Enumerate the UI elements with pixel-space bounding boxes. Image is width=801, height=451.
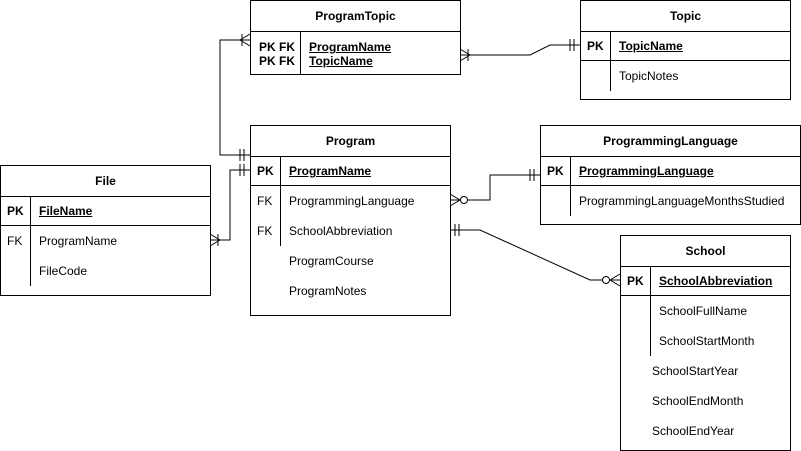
field-programminglanguagemonthsstudied: ProgrammingLanguageMonthsStudied xyxy=(579,194,785,208)
field-programname: ProgramName xyxy=(39,234,118,248)
entity-program[interactable]: Program PK ProgramName FK ProgrammingLan… xyxy=(250,125,451,316)
entity-school[interactable]: School PK SchoolAbbreviation SchoolFullN… xyxy=(620,235,791,451)
field-schoolstartyear: SchoolStartYear xyxy=(652,364,739,378)
crowfoot-marker xyxy=(449,193,461,207)
field-schoolstartmonth: SchoolStartMonth xyxy=(659,334,755,348)
pk-divider xyxy=(1,225,210,226)
relationship-programminglanguage-program xyxy=(450,174,540,201)
field-topicname: TopicName xyxy=(309,54,373,68)
zero-marker xyxy=(602,276,610,284)
entity-title: Topic xyxy=(581,1,790,32)
key-label: FK xyxy=(257,194,273,208)
field-column: ProgramName TopicName xyxy=(309,40,391,68)
relationship-program-programtopic xyxy=(219,39,250,156)
crowfoot-marker xyxy=(459,48,471,62)
key-label: PK xyxy=(7,204,24,218)
pk-divider xyxy=(621,295,790,296)
column-divider xyxy=(650,266,651,356)
crowfoot-marker xyxy=(239,33,251,47)
relationship-program-file xyxy=(210,169,250,241)
entity-programtopic[interactable]: ProgramTopic PK FK PK FK ProgramName Top… xyxy=(250,0,461,75)
field-programminglanguage: ProgrammingLanguage xyxy=(289,194,415,208)
pk-divider xyxy=(581,60,790,61)
relationship-topic-programtopic xyxy=(460,44,580,56)
key-label: PK xyxy=(257,164,274,178)
column-divider xyxy=(30,196,31,286)
column-divider xyxy=(300,31,301,75)
crowfoot-marker xyxy=(609,273,621,287)
entity-title: File xyxy=(1,166,210,197)
field-topicnotes: TopicNotes xyxy=(619,69,679,83)
field-schoolabbreviation: SchoolAbbreviation xyxy=(289,224,393,238)
entity-title: School xyxy=(621,236,790,267)
field-topicname: TopicName xyxy=(619,39,683,53)
zero-marker xyxy=(460,196,468,204)
field-programnotes: ProgramNotes xyxy=(289,284,367,298)
field-filecode: FileCode xyxy=(39,264,88,278)
field-schoolabbreviation: SchoolAbbreviation xyxy=(659,274,773,288)
field-programminglanguage: ProgrammingLanguage xyxy=(579,164,714,178)
key-label: PK FK xyxy=(259,40,295,54)
field-filename: FileName xyxy=(39,204,93,218)
column-divider xyxy=(280,156,281,246)
key-label: PK xyxy=(547,164,564,178)
crowfoot-marker xyxy=(209,233,221,247)
entity-title: ProgrammingLanguage xyxy=(541,126,800,157)
column-divider xyxy=(610,31,611,91)
key-label: FK xyxy=(257,224,273,238)
column-divider xyxy=(570,156,571,216)
entity-title: ProgramTopic xyxy=(251,1,460,32)
pk-divider xyxy=(251,185,450,186)
field-programname: ProgramName xyxy=(289,164,372,178)
field-programname: ProgramName xyxy=(309,40,392,54)
key-label: PK xyxy=(587,39,604,53)
entity-file[interactable]: File PK FileName FK ProgramName FileCode xyxy=(0,165,211,296)
key-label: PK xyxy=(627,274,644,288)
entity-programminglanguage[interactable]: ProgrammingLanguage PK ProgrammingLangua… xyxy=(540,125,801,225)
field-schoolendyear: SchoolEndYear xyxy=(652,424,735,438)
field-schoolendmonth: SchoolEndMonth xyxy=(652,394,744,408)
pk-divider xyxy=(541,185,800,186)
field-programcourse: ProgramCourse xyxy=(289,254,374,268)
key-label: FK xyxy=(7,234,23,248)
key-label: PK FK xyxy=(259,54,295,68)
entity-title: Program xyxy=(251,126,450,157)
key-column: PK FK PK FK xyxy=(259,40,295,68)
relationship-program-school xyxy=(450,229,620,281)
entity-topic[interactable]: Topic PK TopicName TopicNotes xyxy=(580,0,791,100)
field-schoolfullname: SchoolFullName xyxy=(659,304,748,318)
